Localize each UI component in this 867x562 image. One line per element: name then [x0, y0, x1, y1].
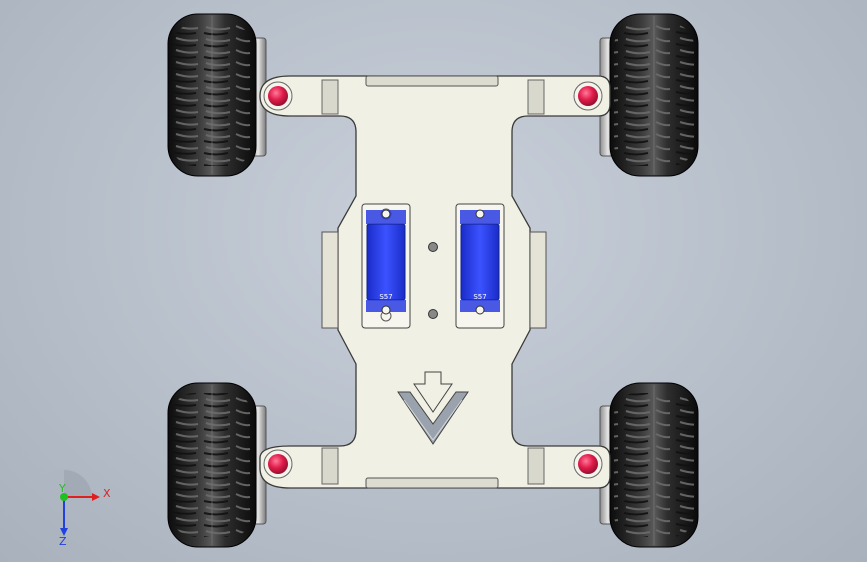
center-hole-top — [428, 242, 438, 252]
z-axis-label: Z — [59, 535, 67, 548]
x-axis-arrow-icon — [92, 493, 100, 501]
bolt-rear-left — [263, 449, 293, 479]
chassis-outline — [259, 75, 611, 489]
servo-left[interactable]: S57 — [361, 203, 411, 329]
servo-right[interactable]: S57 — [455, 203, 505, 329]
front-right-wheel[interactable] — [599, 13, 699, 177]
bolt-front-right — [573, 81, 603, 111]
front-left-wheel[interactable] — [167, 13, 267, 177]
servo-left-label: S57 — [379, 293, 392, 301]
rear-crossbar — [365, 477, 499, 489]
left-side-rail — [321, 231, 339, 329]
rear-left-wheel[interactable] — [167, 382, 267, 548]
x-axis-label: X — [103, 487, 111, 500]
front-crossbar — [365, 75, 499, 87]
bolt-front-left — [263, 81, 293, 111]
z-axis-arrow-icon — [60, 528, 68, 536]
rear-right-wheel[interactable] — [599, 382, 699, 548]
y-axis-point — [60, 493, 68, 501]
servo-right-label: S57 — [473, 293, 486, 301]
chassis-plate[interactable] — [259, 75, 611, 489]
orientation-triad[interactable]: X Y Z — [36, 469, 111, 548]
center-hole-bottom — [428, 309, 438, 319]
y-axis-label: Y — [58, 482, 66, 495]
right-side-rail — [529, 231, 547, 329]
bolt-rear-right — [573, 449, 603, 479]
direction-arrow-icon — [397, 371, 469, 445]
